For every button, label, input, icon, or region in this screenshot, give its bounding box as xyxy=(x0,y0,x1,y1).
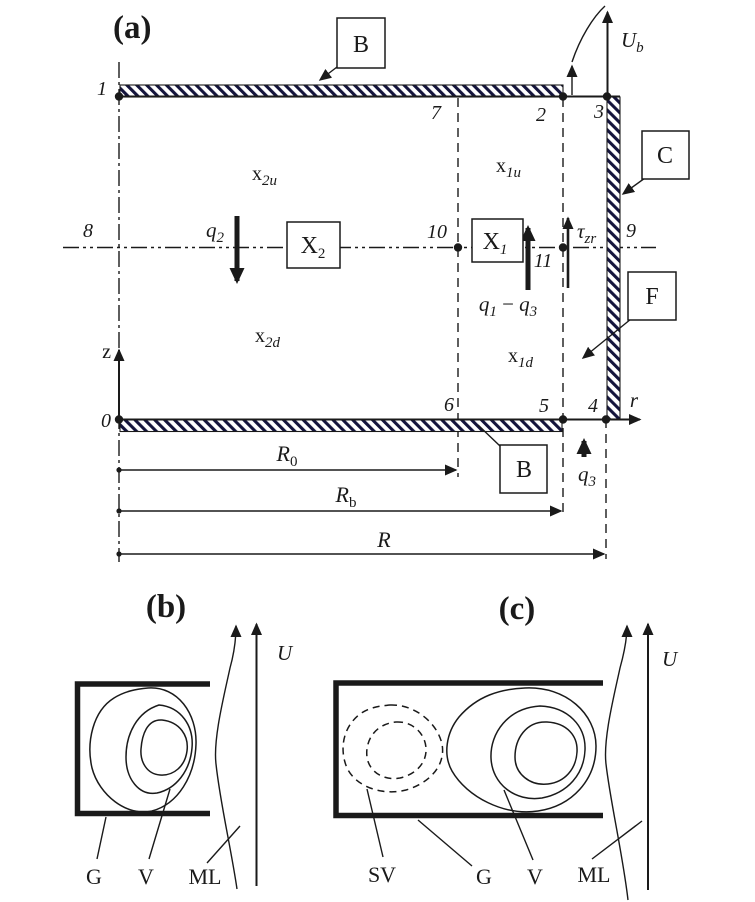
side-wall-callout-box xyxy=(641,130,690,180)
annotation-v: V xyxy=(527,864,543,889)
dimension-lines xyxy=(116,464,606,560)
panel-b-cavity-frame xyxy=(74,681,210,817)
q3-label: q3 xyxy=(578,462,596,490)
point-label-0: 0 xyxy=(101,410,111,432)
x1-torque-box xyxy=(471,218,524,263)
v-leader xyxy=(503,789,534,861)
point-dot-10 xyxy=(453,243,463,252)
region-label-x1d: x1d xyxy=(508,345,534,371)
point-label-7: 7 xyxy=(431,102,442,124)
point-label-2: 2 xyxy=(536,104,546,126)
side-wall-callout-label: C xyxy=(657,143,673,169)
velocity-profile-curve xyxy=(571,5,606,63)
annotation-g: G xyxy=(86,864,102,889)
u-velocity-label: U xyxy=(277,641,294,665)
vortex-contour-middle xyxy=(125,704,193,794)
vortex-contour-middle xyxy=(490,705,586,800)
flange-callout-box xyxy=(627,271,677,321)
sv-leader xyxy=(366,788,384,858)
rb-dimension-label: Rb xyxy=(335,482,357,511)
point-label-11: 11 xyxy=(534,250,553,272)
point-dot-2 xyxy=(558,92,568,101)
bottom-wall-callout-leader xyxy=(477,424,501,447)
vortex-contour-outer xyxy=(446,687,597,813)
x2-torque-label: X2 xyxy=(301,233,326,262)
vortex-contour-outer xyxy=(89,687,197,813)
q1-minus-q3-label: q1 − q3 xyxy=(479,292,537,320)
mixing-layer-curve xyxy=(214,624,242,890)
flange-callout-label: F xyxy=(645,284,658,310)
point-label-4: 4 xyxy=(588,395,598,417)
annotation-sv: SV xyxy=(368,862,396,887)
dimension-origin-dot xyxy=(116,467,122,473)
region-label-x2d: x2d xyxy=(255,325,281,351)
r0-dimension-label: R0 xyxy=(276,441,298,470)
secondary-vortex-contour-inner xyxy=(366,721,427,780)
u-velocity-label: U xyxy=(662,647,679,671)
point-dot-0 xyxy=(114,415,124,424)
flange-callout-leader xyxy=(581,318,632,359)
top-wall-callout-leader xyxy=(318,66,338,81)
point-label-6: 6 xyxy=(444,394,454,416)
mixing-layer-curve xyxy=(604,624,633,901)
point-label-9: 9 xyxy=(626,220,636,242)
point-dot-5 xyxy=(558,415,568,424)
x2-torque-box xyxy=(286,221,341,269)
g-leader xyxy=(96,816,107,860)
panel-a: B C F B X2 X1 (a) 1 7 2 3 8 xyxy=(63,5,690,562)
point-label-1: 1 xyxy=(97,78,107,100)
top-wall-callout-box xyxy=(336,17,386,69)
secondary-vortex-contour-outer xyxy=(342,704,444,793)
z-axis-label: z xyxy=(102,341,111,363)
right-wall xyxy=(606,96,621,420)
point-dot-3 xyxy=(602,92,612,101)
ml-leader xyxy=(591,820,643,860)
annotation-ml: ML xyxy=(189,864,222,889)
point-label-8: 8 xyxy=(83,220,93,242)
point-dot-11 xyxy=(558,243,568,252)
annotation-ml: ML xyxy=(578,862,611,887)
r-dimension-label: R xyxy=(376,527,391,552)
panel-a-label: (a) xyxy=(113,10,151,46)
point-label-3: 3 xyxy=(593,101,604,123)
x1-torque-label: X1 xyxy=(483,229,508,258)
bottom-wall xyxy=(119,418,563,433)
region-label-x1u: x1u xyxy=(496,155,521,181)
side-wall-callout-leader xyxy=(621,177,646,195)
panel-b-label: (b) xyxy=(146,589,186,625)
ub-axis-label: Ub xyxy=(621,28,644,56)
vortex-contour-inner xyxy=(514,721,578,785)
point-dot-1 xyxy=(114,92,124,101)
region-label-x2u: x2u xyxy=(252,163,277,189)
panel-c-cavity-frame xyxy=(333,680,603,819)
g-leader xyxy=(417,819,473,867)
dimension-origin-dot xyxy=(116,508,122,514)
tau-zr-label: τzr xyxy=(577,219,596,247)
top-wall xyxy=(119,84,564,98)
q2-label: q2 xyxy=(206,218,225,246)
ml-leader xyxy=(206,825,241,864)
panel-c: (c) U SV G V ML xyxy=(333,591,679,901)
point-dot-4 xyxy=(601,415,611,424)
vortex-contour-inner xyxy=(140,719,188,776)
top-wall-callout-label: B xyxy=(353,32,369,58)
node-dots xyxy=(114,92,612,424)
dimension-origin-dot xyxy=(116,551,122,557)
panel-c-label: (c) xyxy=(499,591,536,627)
bottom-wall-callout-box xyxy=(499,444,548,494)
v-leader xyxy=(148,788,171,860)
panel-b: (b) U G V ML xyxy=(74,589,294,890)
bottom-wall-callout-label: B xyxy=(516,457,532,483)
point-label-5: 5 xyxy=(539,395,549,417)
r-axis-label: r xyxy=(630,388,639,412)
point-label-10: 10 xyxy=(427,221,447,243)
annotation-v: V xyxy=(138,864,154,889)
annotation-g: G xyxy=(476,864,492,889)
